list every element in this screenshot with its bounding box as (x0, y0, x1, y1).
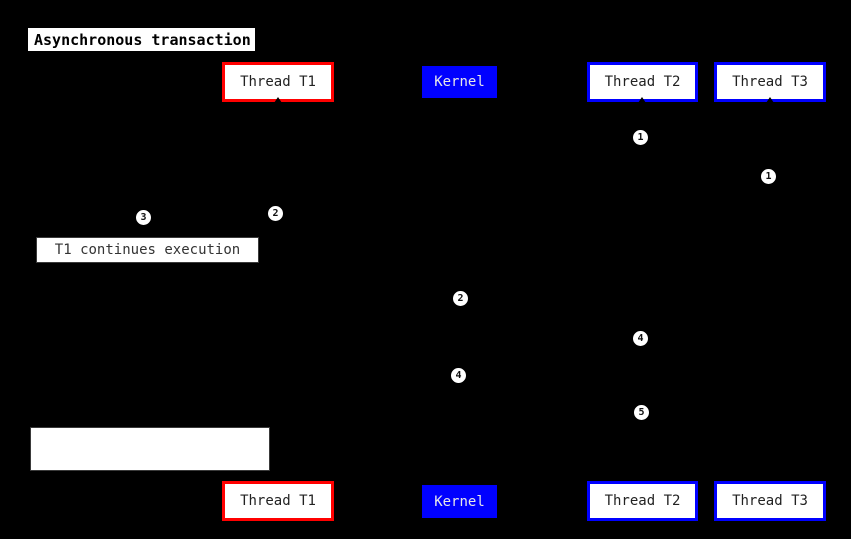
lifeline-notch (766, 97, 774, 103)
participant-label: Thread T2 (604, 74, 681, 90)
sequence-number-badge: 3 (135, 209, 152, 226)
note-t1-continues-execution: T1 continues execution (36, 237, 259, 263)
sequence-number-badge: 2 (267, 205, 284, 222)
participant-thread-t1-bottom: Thread T1 (222, 481, 334, 521)
sequence-number-badge: 2 (452, 290, 469, 307)
participant-label: Thread T3 (732, 493, 808, 509)
participant-thread-t1-top: Thread T1 (222, 62, 334, 102)
participant-thread-t2-top: Thread T2 (587, 62, 698, 102)
lifeline-notch (766, 475, 774, 481)
note-empty (30, 427, 270, 471)
participant-label: Thread T3 (732, 74, 808, 90)
lifeline-notch (274, 97, 282, 103)
sequence-number-badge: 5 (633, 404, 650, 421)
lifeline-notch (638, 475, 646, 481)
participant-thread-t2-bottom: Thread T2 (587, 481, 698, 521)
participant-label: Kernel (434, 74, 485, 90)
lifeline-notch (638, 97, 646, 103)
participant-label: Kernel (434, 493, 485, 510)
sequence-number-badge: 1 (760, 168, 777, 185)
participant-kernel-top: Kernel (422, 66, 497, 98)
participant-kernel-bottom: Kernel (422, 485, 497, 518)
participant-label: Thread T1 (240, 493, 316, 509)
participant-label: Thread T2 (604, 493, 681, 509)
participant-label: Thread T1 (240, 74, 316, 90)
sequence-number-badge: 1 (632, 129, 649, 146)
diagram-title: Asynchronous transaction (27, 27, 256, 52)
sequence-number-badge: 4 (450, 367, 467, 384)
sequence-number-badge: 4 (632, 330, 649, 347)
lifeline-notch (274, 475, 282, 481)
participant-thread-t3-top: Thread T3 (714, 62, 826, 102)
participant-thread-t3-bottom: Thread T3 (714, 481, 826, 521)
